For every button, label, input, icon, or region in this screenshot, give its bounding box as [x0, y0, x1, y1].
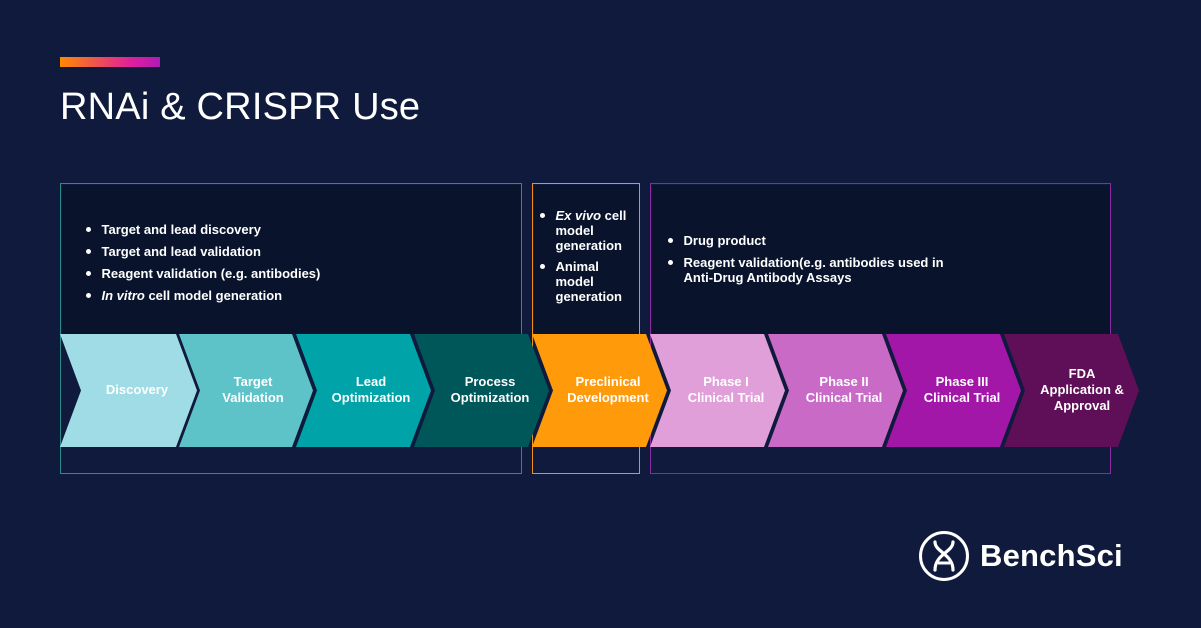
- benchsci-logo: BenchSci: [918, 530, 1123, 582]
- stage-label-lead-optimization: Lead Optimization: [331, 374, 411, 405]
- preclinical-bullets: Ex vivo cell model generation Animal mod…: [538, 208, 638, 310]
- stage-label-phase-iii: Phase III Clinical Trial: [923, 374, 1001, 405]
- stage-label-target-validation: Target Validation: [222, 374, 284, 405]
- logo-wordmark: BenchSci: [980, 538, 1123, 573]
- bullet-item: Drug product: [666, 233, 966, 248]
- stage-chevron-phase-ii: [768, 334, 903, 447]
- stage-chevron-preclinical-development: [532, 334, 667, 447]
- stage-label-discovery: Discovery: [105, 382, 169, 397]
- title-accent-bar: [60, 57, 160, 67]
- stage-label-fda-approval: FDA Application & Approval: [1040, 366, 1124, 413]
- stage-chevron-fda-approval: [1004, 334, 1139, 447]
- stage-chevron-process-optimization: [414, 334, 549, 447]
- bullet-item: Target and lead discovery: [84, 222, 504, 237]
- stage-chevron-lead-optimization: [296, 334, 431, 447]
- preclinical-group-panel: Ex vivo cell model generation Animal mod…: [533, 184, 639, 334]
- stage-label-preclinical-development: Preclinical Development: [567, 374, 649, 405]
- benchsci-dna-icon: [919, 531, 969, 581]
- clinical-bullets: Drug product Reagent validation(e.g. ant…: [666, 233, 966, 292]
- bullet-item: Reagent validation (e.g. antibodies): [84, 266, 504, 281]
- stage-chevron-target-validation: [179, 334, 313, 447]
- discovery-group-box: [60, 183, 522, 474]
- stage-label-process-optimization: Process Optimization: [450, 374, 530, 405]
- discovery-group-panel: Target and lead discovery Target and lea…: [61, 184, 521, 334]
- bullet-item: Target and lead validation: [84, 244, 504, 259]
- bullet-item: Ex vivo cell model generation: [538, 208, 638, 253]
- bullet-item: Animal model generation: [538, 259, 638, 304]
- bullet-item: In vitro cell model generation: [84, 288, 504, 303]
- clinical-group-panel: Drug product Reagent validation(e.g. ant…: [651, 184, 1110, 334]
- stage-label-phase-ii: Phase II Clinical Trial: [805, 374, 883, 405]
- stage-chevron-discovery: [60, 334, 197, 447]
- bullet-item: Reagent validation(e.g. antibodies used …: [666, 255, 966, 285]
- page-title: RNAi & CRISPR Use: [60, 86, 421, 128]
- stage-label-phase-i: Phase I Clinical Trial: [687, 374, 765, 405]
- stage-chevron-phase-i: [650, 334, 785, 447]
- discovery-bullets: Target and lead discovery Target and lea…: [84, 222, 504, 310]
- stage-chevron-phase-iii: [886, 334, 1021, 447]
- clinical-group-box: [650, 183, 1111, 474]
- preclinical-group-box: [532, 183, 640, 474]
